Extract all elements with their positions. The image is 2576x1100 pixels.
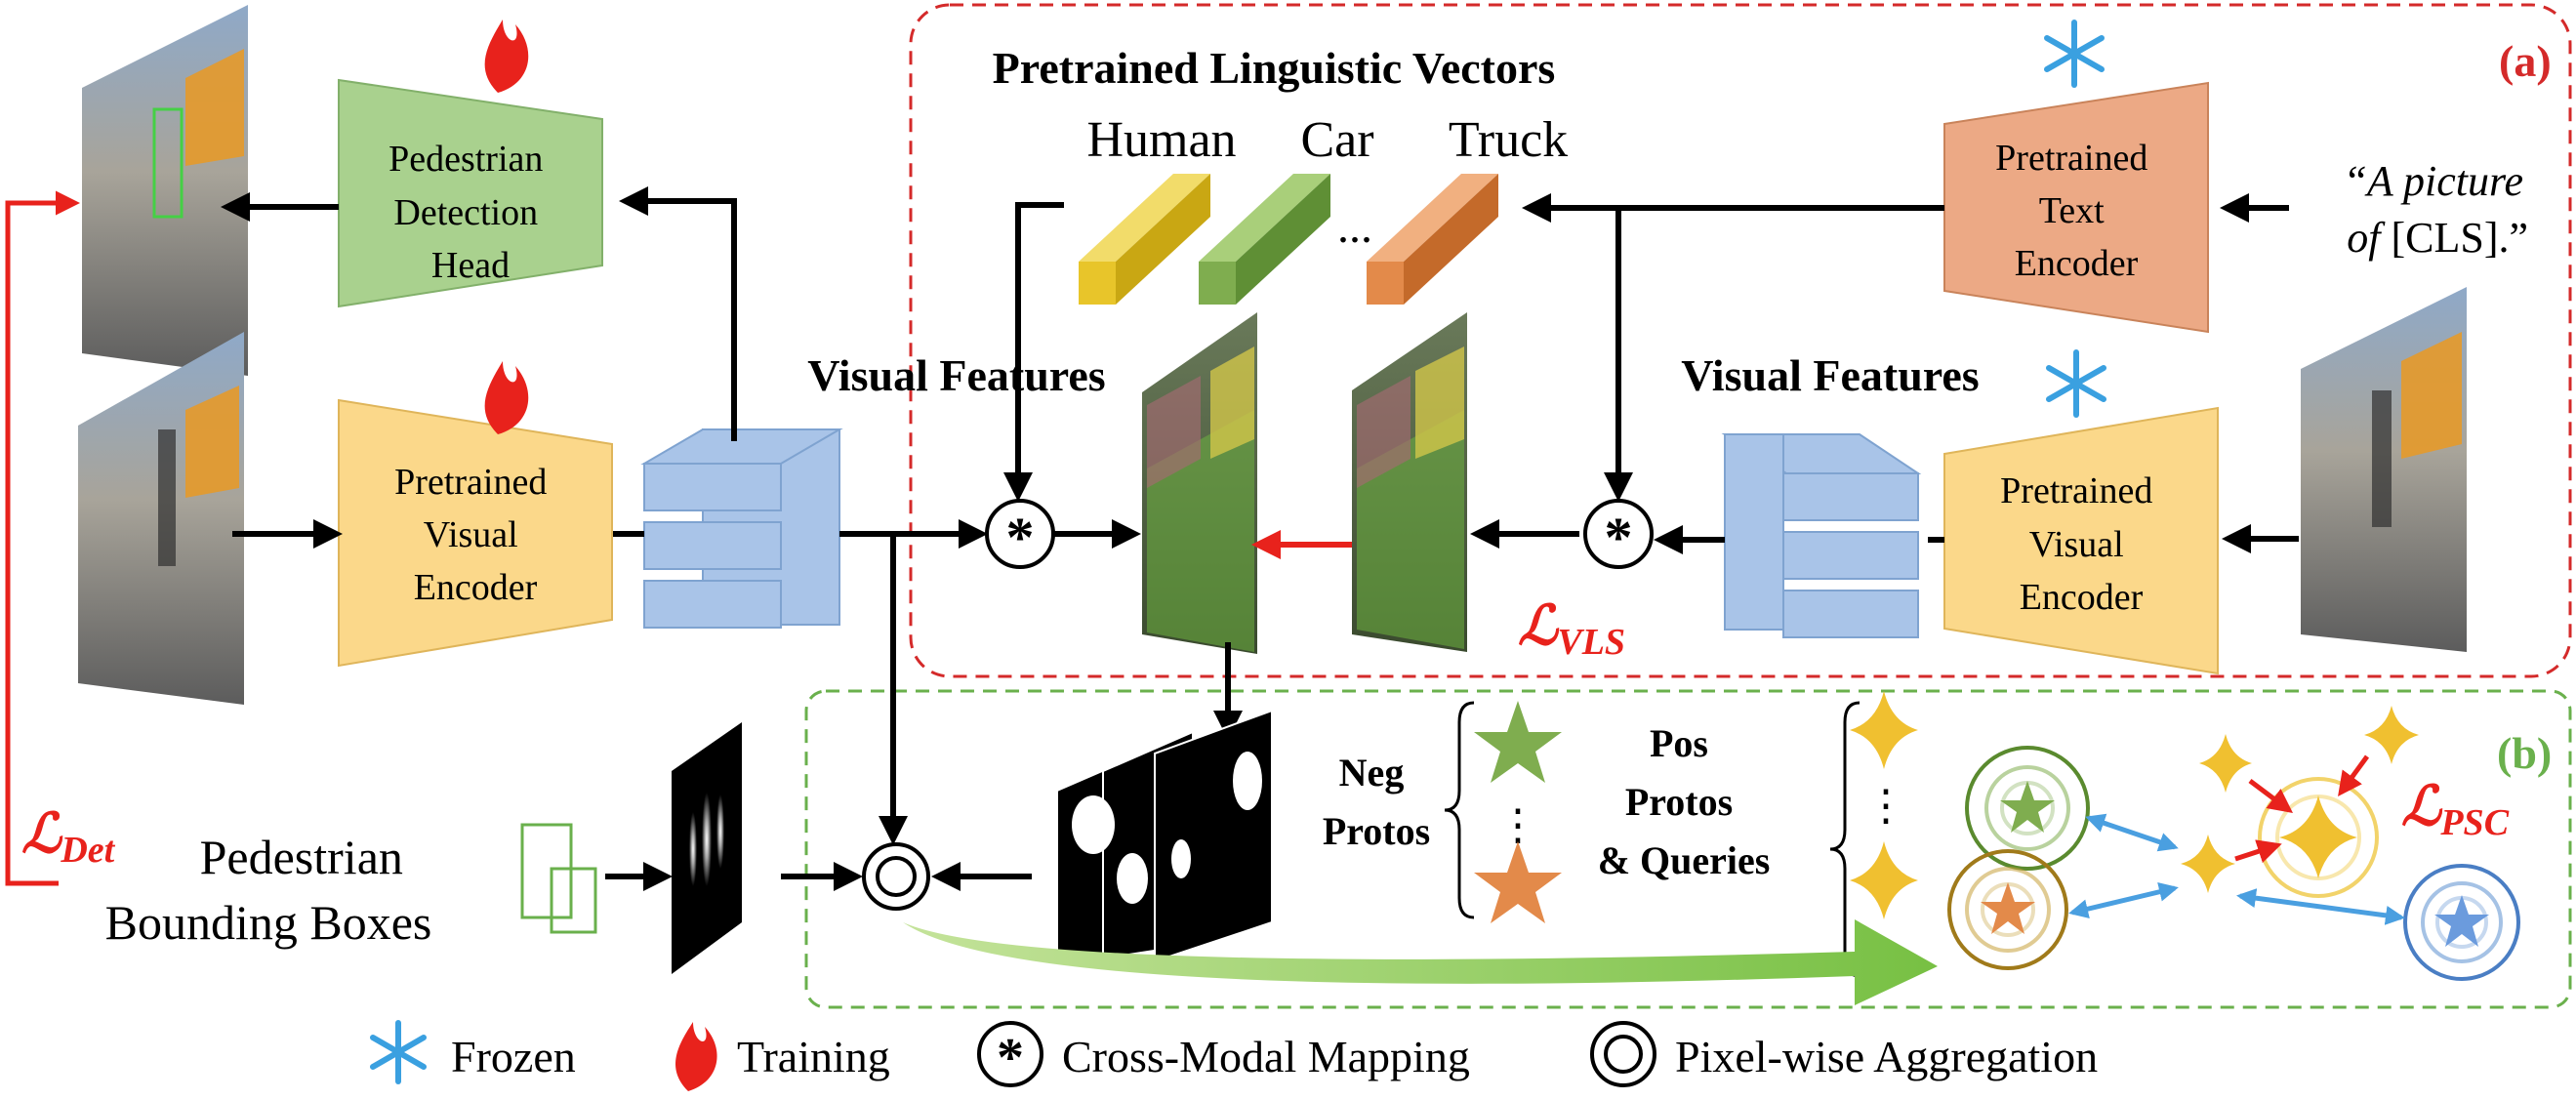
pos-vdots: ⋮ (1864, 782, 1907, 830)
visual-features-left-label: Visual Features (807, 350, 1105, 400)
cross-modal-mapping-right: * (1583, 499, 1654, 569)
pos-query-sparkle (2364, 706, 2419, 764)
psc-loss: ℒPSC (2401, 777, 2510, 843)
fire-icon (675, 1022, 717, 1091)
neg-protos-label: Neg Protos (1323, 751, 1430, 853)
cross-modal-mapping-icon: * (977, 1021, 1043, 1088)
prompt-line-2: of [CLS].” (2347, 214, 2528, 262)
cross-modal-mapping-left: * (985, 499, 1055, 569)
snowflake-icon (2044, 20, 2105, 88)
detection-output-image (82, 5, 248, 376)
pos-query-sparkle-center (2279, 795, 2357, 878)
svg-text:*: * (1006, 506, 1035, 569)
neg-brace (1444, 701, 1475, 919)
orange-proto-star (1981, 882, 2035, 934)
legend: Frozen Training * Cross-Modal Mapping Pi… (370, 1020, 2098, 1091)
snowflake-icon (2046, 349, 2106, 418)
pos-proto-sparkle-top (1850, 691, 1918, 769)
svg-text:Pretrained Visual: Pretrained Visual Encoder (2000, 470, 2162, 618)
segmentation-map-right (1352, 312, 1467, 652)
linguistic-vectors-title: Pretrained Linguistic Vectors (993, 43, 1556, 93)
segmentation-map-left (1142, 312, 1257, 654)
visual-features-right-stack (1721, 433, 1922, 638)
visual-features-right-label: Visual Features (1681, 350, 1979, 400)
det-red-arrow (5, 190, 80, 886)
panel-b-tag: (b) (2497, 728, 2552, 778)
flow-arrows (221, 186, 2299, 891)
prototype-masks (1056, 709, 1273, 963)
visual-features-left-stack (640, 428, 843, 629)
neg-proto-star-green (1474, 701, 1562, 783)
pixel-wise-aggregation (862, 842, 930, 911)
svg-text:*: * (1605, 506, 1633, 569)
gaussian-heatmap (672, 722, 742, 974)
blue-proto-star (2434, 895, 2489, 947)
svg-text:Pretrained Visual: Pretrained Visual Encoder (394, 462, 556, 608)
car-label: Car (1300, 112, 1373, 168)
truck-label: Truck (1449, 112, 1568, 168)
pos-proto-sparkle-bottom (1850, 841, 1918, 919)
green-proto-star (2000, 781, 2055, 833)
fire-icon (484, 361, 529, 434)
legend-aggregation: Pixel-wise Aggregation (1675, 1032, 2098, 1081)
pedestrian-detection-head: Pedestrian Detection Head (338, 78, 603, 308)
snowflake-icon (370, 1020, 427, 1084)
fire-icon (484, 20, 529, 93)
neg-proto-star-orange (1474, 841, 1562, 923)
panel-a-frame (909, 3, 2572, 678)
vector-ellipsis: ... (1337, 201, 1372, 253)
neg-vdots: ⋮ (1496, 801, 1539, 849)
svg-text:*: * (997, 1028, 1024, 1088)
pixel-wise-aggregation-icon (1590, 1021, 1656, 1087)
pos-protos-label: Pos Protos & Queries (1598, 721, 1771, 882)
truck-vector (1367, 174, 1498, 305)
legend-frozen: Frozen (451, 1032, 576, 1081)
aggregation-flow-arrow (903, 919, 1938, 1005)
pretrained-visual-encoder-right: Pretrained Visual Encoder (1943, 406, 2219, 675)
attract-arrows (2234, 754, 2370, 864)
pos-query-sparkle (2181, 835, 2235, 893)
legend-mapping: Cross-Modal Mapping (1062, 1032, 1470, 1081)
panel-a-tag: (a) (2499, 36, 2552, 86)
legend-training: Training (737, 1032, 890, 1081)
car-vector (1199, 174, 1330, 305)
panel-b-frame (804, 689, 2572, 1009)
prompt-line-1: “A picture (2343, 157, 2523, 205)
svg-text:Pretrained Text En: Pretrained Text Encoder (1995, 138, 2157, 284)
human-label: Human (1086, 112, 1236, 168)
input-street-image (78, 332, 244, 705)
pretrained-text-encoder: Pretrained Text Encoder (1943, 81, 2209, 334)
repel-arrows (2068, 813, 2405, 925)
vls-loss: ℒVLS (1518, 596, 1625, 663)
bounding-box-icon (520, 823, 597, 934)
svg-text:Pedestrian Detection: Pedestrian Detection Head (388, 139, 552, 286)
pos-query-sparkle (2199, 734, 2252, 793)
human-vector (1079, 174, 1210, 305)
pedestrian-bounding-boxes-label: Pedestrian Bounding Boxes (105, 830, 432, 950)
det-loss: ℒDet (21, 804, 116, 871)
right-input-street-image (2301, 287, 2467, 652)
pretrained-visual-encoder-left: Pretrained Visual Encoder (338, 398, 613, 668)
